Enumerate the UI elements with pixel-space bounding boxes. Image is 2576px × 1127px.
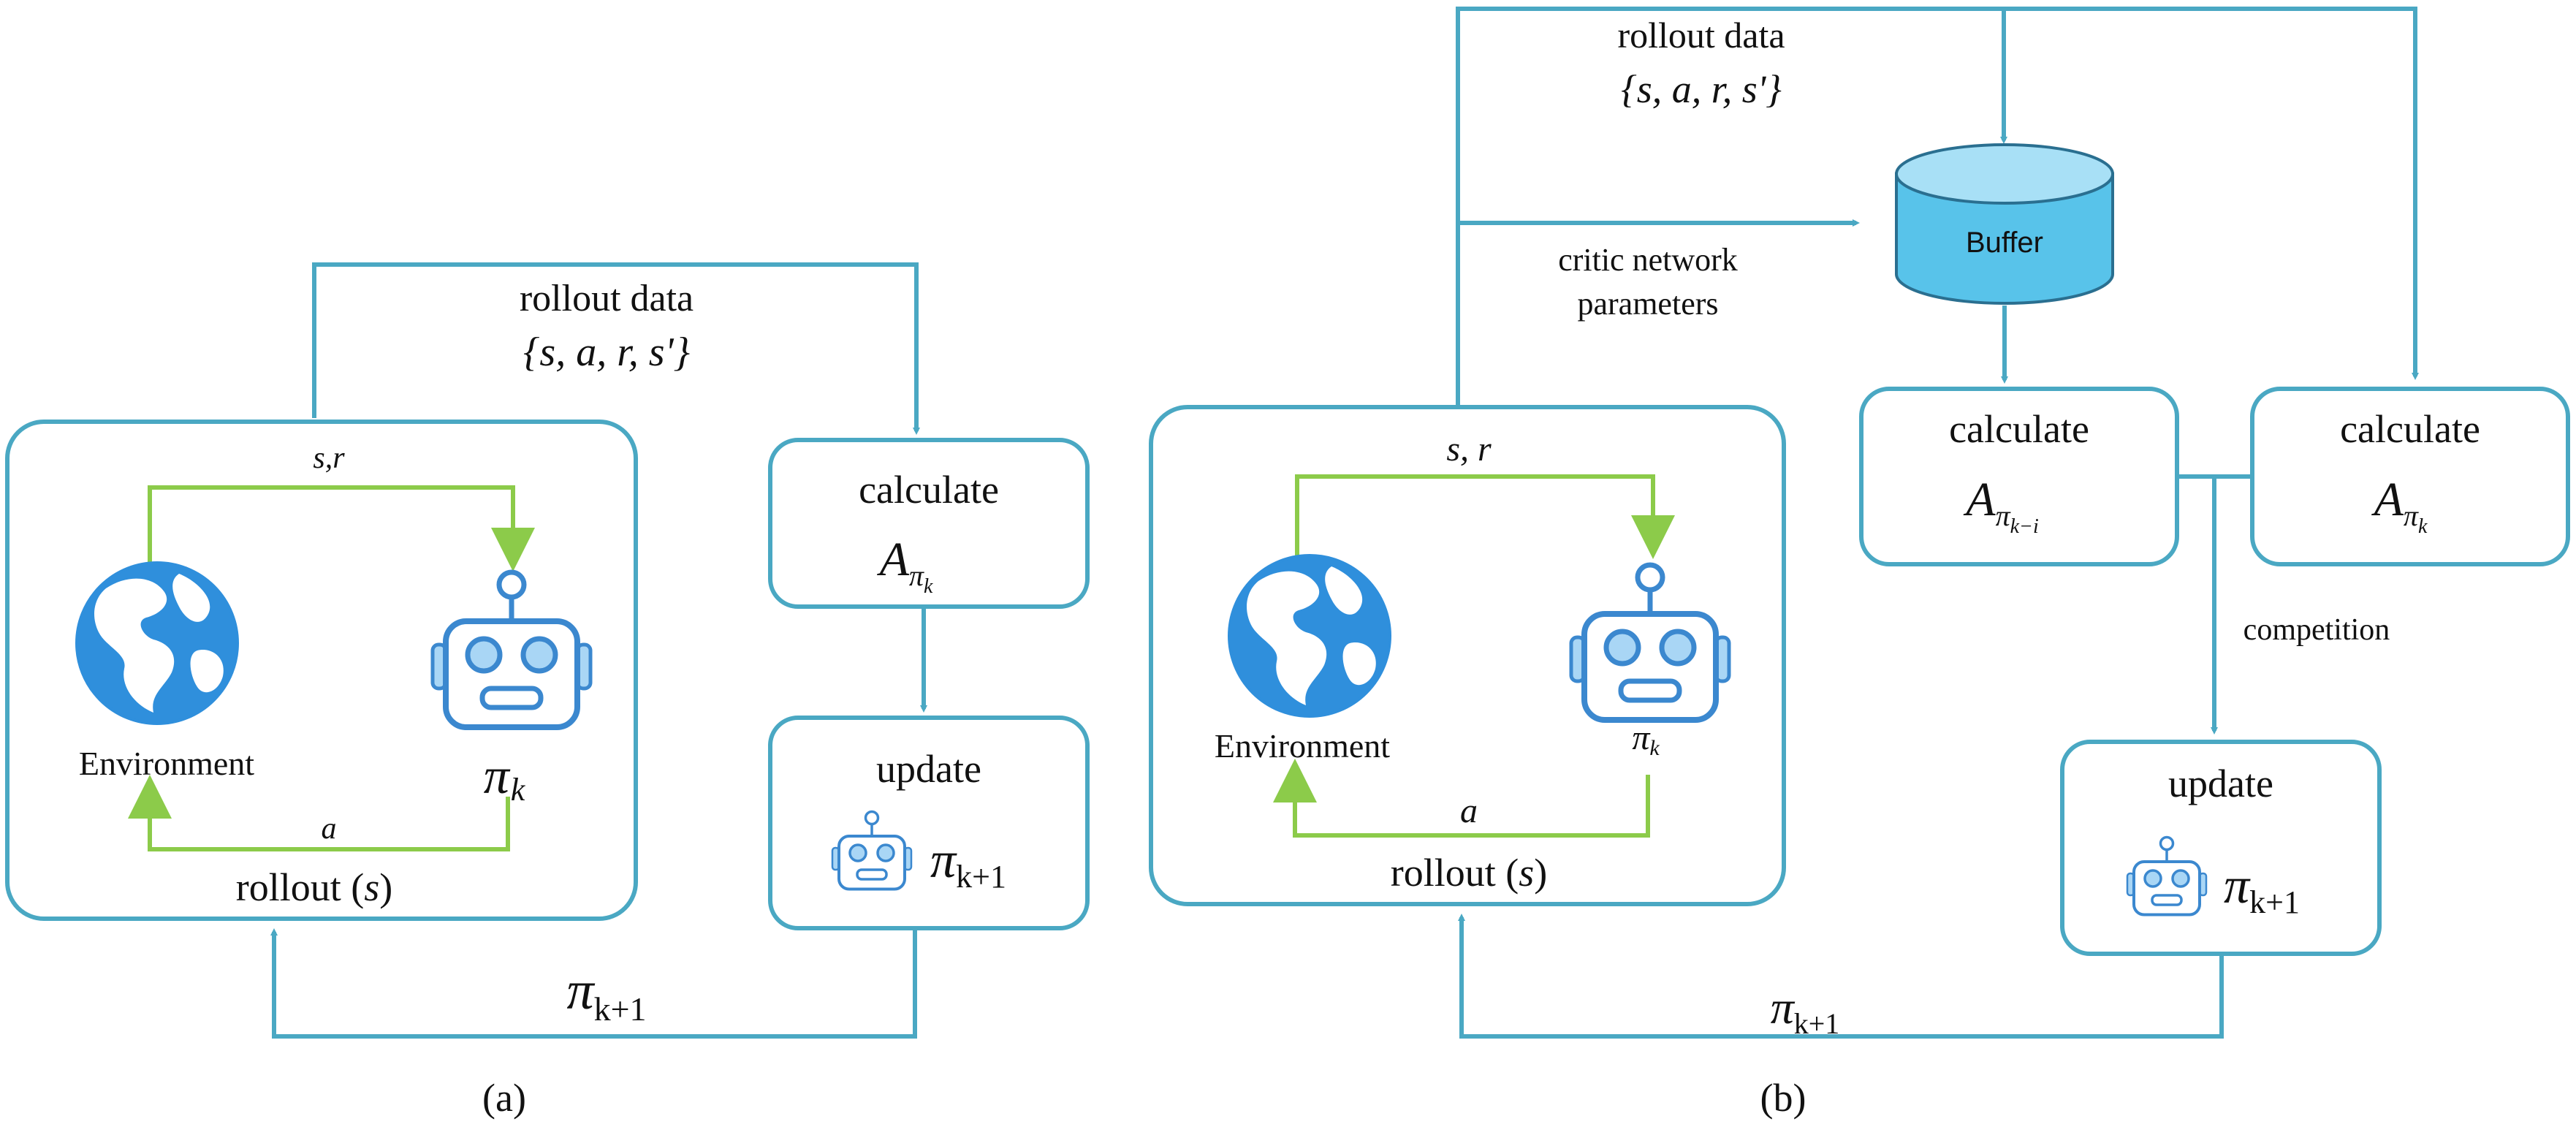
calculate-new-title-b: calculate <box>2340 407 2480 451</box>
environment-label-b: Environment <box>1215 727 1390 764</box>
update-title-b: update <box>2168 762 2273 805</box>
action-arrow-b <box>1273 759 1650 838</box>
rollout-box-title-a: rollout (s) <box>236 865 392 909</box>
state-reward-label-a: s,r <box>313 441 345 475</box>
environment-label-a: Environment <box>79 745 254 782</box>
updated-policy-symbol-a: πk+1 <box>930 832 1006 895</box>
state-reward-arrow-b <box>1295 474 1675 563</box>
database-cylinder-icon <box>1895 143 2114 305</box>
rollout-data-set-a: {s, a, r, s'} <box>523 330 690 375</box>
action-arrow-a <box>128 775 510 851</box>
critic-label-line2-b: parameters <box>1578 286 1719 322</box>
caption-b: (b) <box>1760 1076 1806 1120</box>
feedback-arrow-b <box>1458 914 2224 1039</box>
critic-label-line1-b: critic network <box>1558 242 1738 278</box>
calculate-old-title-b: calculate <box>1949 407 2089 451</box>
calculate-title-a: calculate <box>859 468 999 512</box>
state-reward-arrow-a <box>148 485 535 572</box>
rollout-box-title-b: rollout (s) <box>1391 851 1547 895</box>
panel-b: rollout data {s, a, r, s'} critic networ… <box>1149 7 2570 1120</box>
policy-label-a: πk <box>484 748 526 808</box>
rollout-data-set-b: {s, a, r, s'} <box>1621 67 1782 111</box>
advantage-old-symbol-b: Aπk−i <box>1963 473 2038 538</box>
buffer-label-b: Buffer <box>1966 227 2043 259</box>
action-label-a: a <box>322 812 337 846</box>
updated-policy-symbol-b: πk+1 <box>2224 858 2300 920</box>
rollout-data-label-b: rollout data <box>1617 15 1785 56</box>
panel-a: rollout data {s, a, r, s'} s,r a Environ… <box>5 262 1090 1120</box>
globe-icon <box>75 561 239 725</box>
competition-label-b: competition <box>2243 613 2390 647</box>
advantage-new-symbol-b: Aπk <box>2371 473 2428 538</box>
calculate-box-a <box>768 438 1090 609</box>
rollout-data-label-a: rollout data <box>520 278 694 319</box>
globe-icon <box>1228 554 1391 718</box>
policy-label-b: πk <box>1632 718 1660 760</box>
caption-a: (a) <box>482 1076 526 1120</box>
rollout-data-to-calculate-arrow-b <box>1456 7 2419 407</box>
feedback-arrow-a <box>270 928 917 1039</box>
advantage-symbol-a: Aπk <box>877 533 933 598</box>
rollout-data-arrow-a <box>312 262 920 435</box>
update-title-a: update <box>876 747 981 791</box>
feedback-policy-symbol-b: πk+1 <box>1771 982 1840 1040</box>
state-reward-label-b: s, r <box>1446 430 1492 468</box>
feedback-policy-symbol-a: πk+1 <box>566 961 646 1028</box>
action-label-b: a <box>1460 792 1478 830</box>
